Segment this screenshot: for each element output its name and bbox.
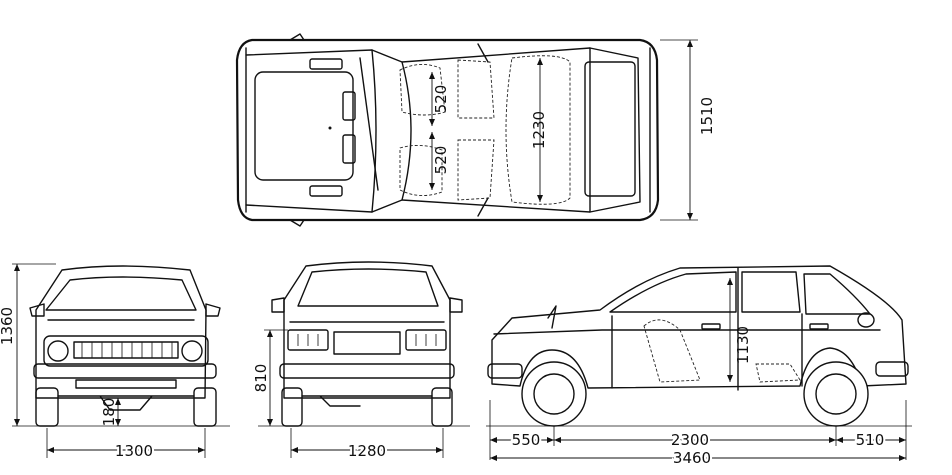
dim-front-track: 1300 (115, 442, 153, 460)
dim-rear-overhang: 510 (856, 431, 885, 449)
dim-overall-length: 3460 (673, 449, 711, 467)
top-view: 520 520 1230 1510 (235, 33, 716, 227)
dim-front-overhang: 550 (512, 431, 541, 449)
front-view: 1360 180 1300 (0, 263, 230, 462)
dim-overall-width: 1510 (698, 97, 716, 135)
dim-interior-height: 1130 (734, 326, 752, 364)
dim-seat-rear: 520 (432, 146, 450, 175)
dim-height: 1360 (0, 307, 16, 345)
side-view: 1130 550 2300 510 3460 (486, 265, 912, 469)
dim-wheelbase: 2300 (671, 431, 709, 449)
dim-ground-clearance: 180 (100, 398, 118, 427)
rear-view: 810 1280 (252, 261, 470, 462)
dim-rear-track: 1280 (348, 442, 386, 460)
dim-rear-bumper-height: 810 (252, 364, 270, 393)
dim-interior-width: 1230 (530, 111, 548, 149)
dim-seat-front: 520 (432, 85, 450, 114)
